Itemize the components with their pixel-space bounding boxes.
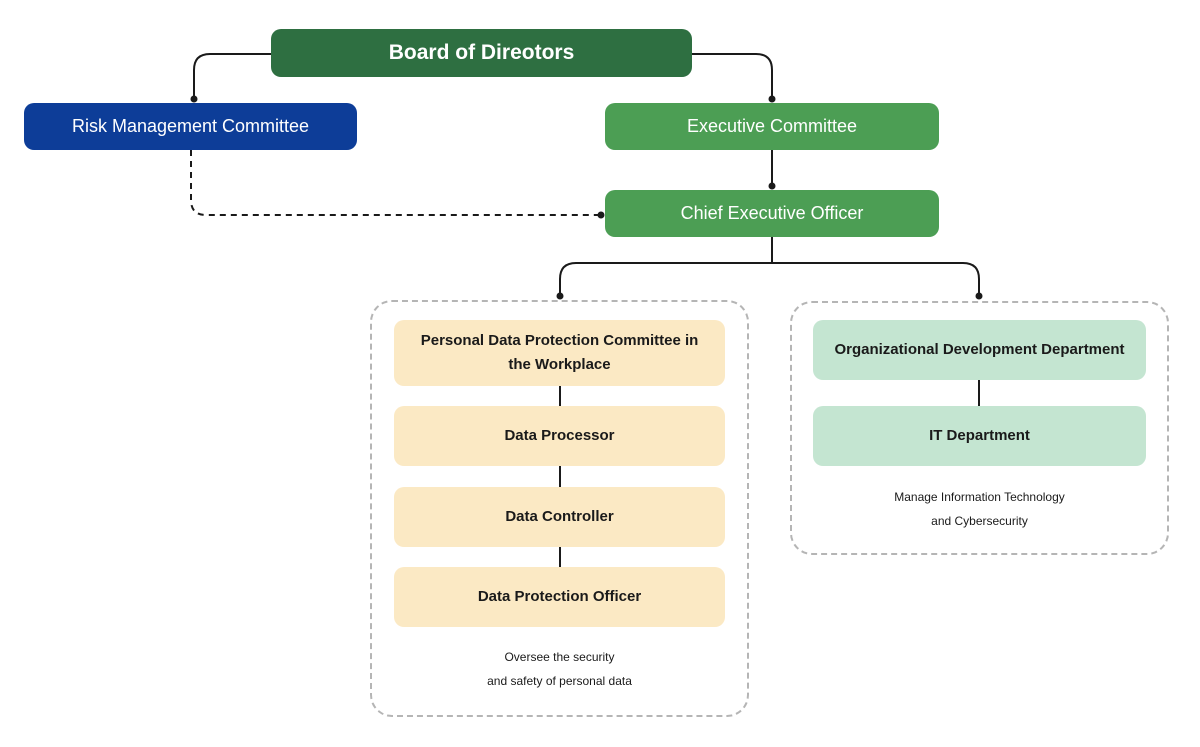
data-protection-officer-node: Data Protection Officer <box>394 567 725 627</box>
org-development-label: Organizational Development Department <box>834 341 1125 358</box>
personal-data-caption-line-1: Oversee the security <box>504 650 615 664</box>
executive-committee-label: Executive Committee <box>686 116 858 136</box>
it-caption-line-1: Manage Information Technology <box>894 490 1065 504</box>
it-caption: Manage Information Technology and Cybers… <box>813 485 1146 533</box>
data-controller-label: Data Controller <box>505 508 614 525</box>
chief-executive-officer-label: Chief Executive Officer <box>680 203 864 223</box>
personal-data-group <box>370 300 749 717</box>
risk-management-committee-node: Risk Management Committee <box>24 103 357 150</box>
connector-dot-right-group <box>975 292 983 300</box>
data-controller-node: Data Controller <box>394 487 725 547</box>
it-group <box>790 301 1169 555</box>
connector-ceo-left-group <box>559 262 772 296</box>
connector-ceo-right-group <box>772 262 980 296</box>
data-processor-node: Data Processor <box>394 406 725 466</box>
it-department-label: IT Department <box>929 427 1030 444</box>
connector-dot-risk <box>190 95 198 103</box>
connector-board-executive <box>692 53 773 99</box>
it-caption-line-2: and Cybersecurity <box>931 514 1028 528</box>
connector-dot-executive <box>768 95 776 103</box>
chief-executive-officer-node: Chief Executive Officer <box>605 190 939 237</box>
board-of-directors-label: Board of Direotors <box>388 41 575 64</box>
executive-committee-node: Executive Committee <box>605 103 939 150</box>
pdp-committee-label: Personal Data Protection Committee in th… <box>420 332 699 373</box>
personal-data-caption: Oversee the security and safety of perso… <box>394 645 725 693</box>
connector-dot-ceo <box>768 182 776 190</box>
data-protection-officer-label: Data Protection Officer <box>477 588 642 605</box>
personal-data-caption-line-2: and safety of personal data <box>487 674 632 688</box>
connector-dot-left-group <box>556 292 564 300</box>
data-processor-label: Data Processor <box>504 427 615 444</box>
org-development-node: Organizational Development Department <box>813 320 1146 380</box>
it-department-node: IT Department <box>813 406 1146 466</box>
connector-board-risk <box>193 53 271 99</box>
connector-risk-ceo-dashed <box>190 150 601 216</box>
connector-dot-ceo-left <box>597 211 605 219</box>
pdp-committee-node: Personal Data Protection Committee in th… <box>394 320 725 386</box>
board-of-directors-node: Board of Direotors <box>271 29 692 77</box>
risk-management-committee-label: Risk Management Committee <box>71 116 310 136</box>
